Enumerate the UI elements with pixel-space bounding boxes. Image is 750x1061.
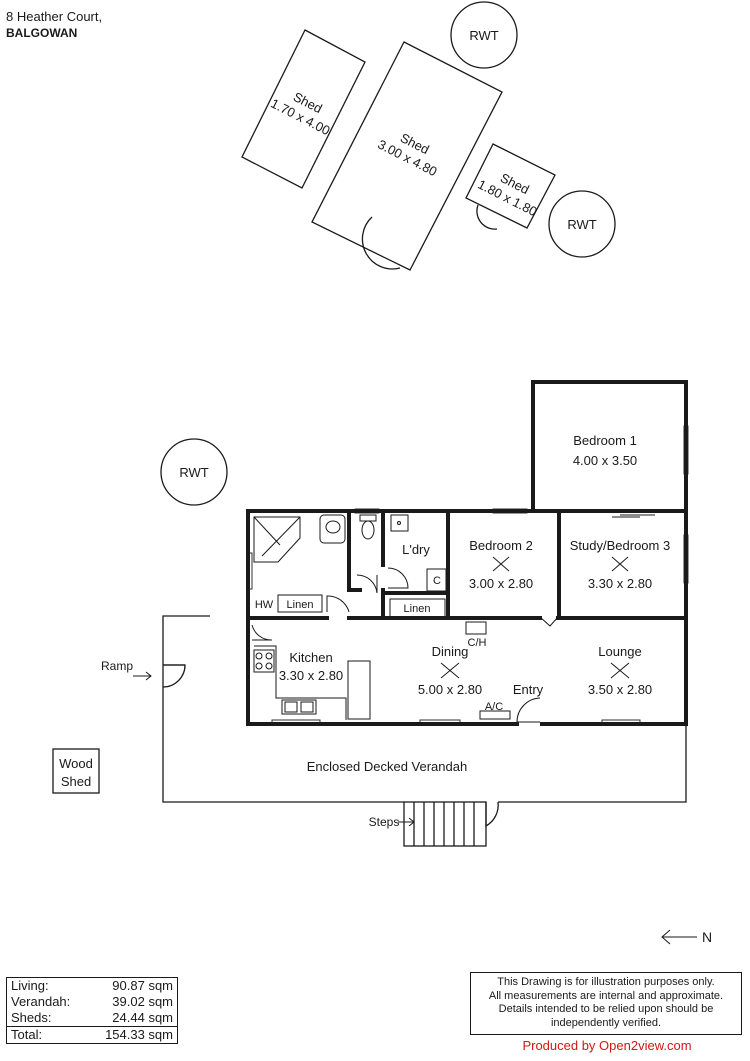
address-street: 8 Heather Court, xyxy=(6,9,103,24)
address: 8 Heather Court, BALGOWAN xyxy=(6,8,102,42)
lounge-dims: 3.50 x 2.80 xyxy=(588,682,652,697)
kitchen-name: Kitchen xyxy=(289,650,332,665)
toilet-cistern xyxy=(359,514,377,522)
laundry-linen-label: Linen xyxy=(404,603,431,615)
bath-linen xyxy=(277,594,323,613)
house-walls xyxy=(246,380,688,726)
area-label: Total: xyxy=(6,1026,87,1044)
ch-label: C/H xyxy=(468,637,487,649)
area-value: 154.33 sqm xyxy=(86,1026,178,1044)
credit-link[interactable]: Produced by Open2view.com xyxy=(522,1038,692,1053)
area-value: 24.44 sqm xyxy=(112,1010,173,1025)
area-row-total: Total: 154.33 sqm xyxy=(6,1026,178,1044)
ceiling-fan-dining xyxy=(440,662,460,679)
shed-small-right xyxy=(465,143,556,230)
study-dims: 3.30 x 2.80 xyxy=(588,576,652,591)
wood-shed-line2: Shed xyxy=(61,774,91,789)
vanity xyxy=(319,514,346,544)
kitchen-dims: 3.30 x 2.80 xyxy=(279,668,343,683)
laundry-tub xyxy=(390,514,409,532)
disclaimer-line: independently verified. xyxy=(550,1016,662,1029)
rwt-tank-top xyxy=(450,1,518,69)
verandah-outline xyxy=(162,615,687,803)
bedroom1-name: Bedroom 1 xyxy=(573,433,637,448)
ceiling-fan-study xyxy=(611,556,629,572)
shed-large xyxy=(311,41,503,271)
ac-label: A/C xyxy=(485,701,503,713)
steps-label: Steps xyxy=(369,815,400,829)
ramp-label: Ramp xyxy=(101,659,133,673)
north-label: N xyxy=(702,929,712,945)
area-label: Living: xyxy=(11,978,49,993)
disclaimer-box: This Drawing is for illustration purpose… xyxy=(470,972,742,1035)
area-label: Sheds: xyxy=(11,1010,52,1025)
hot-water-label: HW xyxy=(255,599,274,611)
area-row: Verandah: 39.02 sqm xyxy=(7,994,178,1010)
disclaimer-line: All measurements are internal and approx… xyxy=(488,989,724,1002)
disclaimer-line: This Drawing is for illustration purpose… xyxy=(497,976,715,988)
area-value: 39.02 sqm xyxy=(112,994,173,1009)
steps-arrow-icon xyxy=(398,817,415,827)
bedroom2-dims: 3.00 x 2.80 xyxy=(469,576,533,591)
toilet xyxy=(361,520,375,540)
shower xyxy=(253,516,301,563)
shed-small-left xyxy=(241,29,366,189)
rwt-tank-house xyxy=(160,438,228,506)
study-name: Study/Bedroom 3 xyxy=(570,538,670,553)
central-heating-unit xyxy=(465,621,487,635)
air-conditioner xyxy=(479,710,511,720)
ramp-arrow-icon xyxy=(133,671,152,681)
wood-shed-line1: Wood xyxy=(59,756,93,771)
bath-linen-label: Linen xyxy=(287,599,314,611)
ceiling-fan-lounge xyxy=(610,662,630,679)
disclaimer-line: Details intended to be relied upon shoul… xyxy=(498,1003,714,1015)
area-row: Living: 90.87 sqm xyxy=(7,978,178,995)
cupboard-label: C xyxy=(433,575,441,587)
area-value: 90.87 sqm xyxy=(112,978,173,993)
steps xyxy=(403,801,499,847)
cooktop xyxy=(253,649,275,673)
address-suburb: BALGOWAN xyxy=(6,26,78,40)
lounge-name: Lounge xyxy=(598,644,641,659)
kitchen-sink xyxy=(281,699,317,715)
dining-name: Dining xyxy=(432,644,469,659)
ceiling-fan-bedroom2 xyxy=(492,556,510,572)
bedroom1-dims: 4.00 x 3.50 xyxy=(573,453,637,468)
rwt-label-top: RWT xyxy=(469,28,498,43)
rwt-label-right: RWT xyxy=(567,217,596,232)
area-label: Verandah: xyxy=(11,994,71,1009)
kitchen-island xyxy=(347,660,371,720)
bedroom2-name: Bedroom 2 xyxy=(469,538,533,553)
area-summary-table: Living: 90.87 sqm Verandah: 39.02 sqm Sh… xyxy=(6,977,178,1044)
verandah-name: Enclosed Decked Verandah xyxy=(307,759,467,774)
area-row: Sheds: 24.44 sqm xyxy=(7,1010,178,1027)
entry-name: Entry xyxy=(513,682,544,697)
dining-dims: 5.00 x 2.80 xyxy=(418,682,482,697)
rwt-label-house: RWT xyxy=(179,465,208,480)
rwt-tank-right xyxy=(548,190,616,258)
laundry-name: L'dry xyxy=(402,542,430,557)
wood-shed xyxy=(52,748,100,794)
north-arrow-icon xyxy=(661,929,697,945)
